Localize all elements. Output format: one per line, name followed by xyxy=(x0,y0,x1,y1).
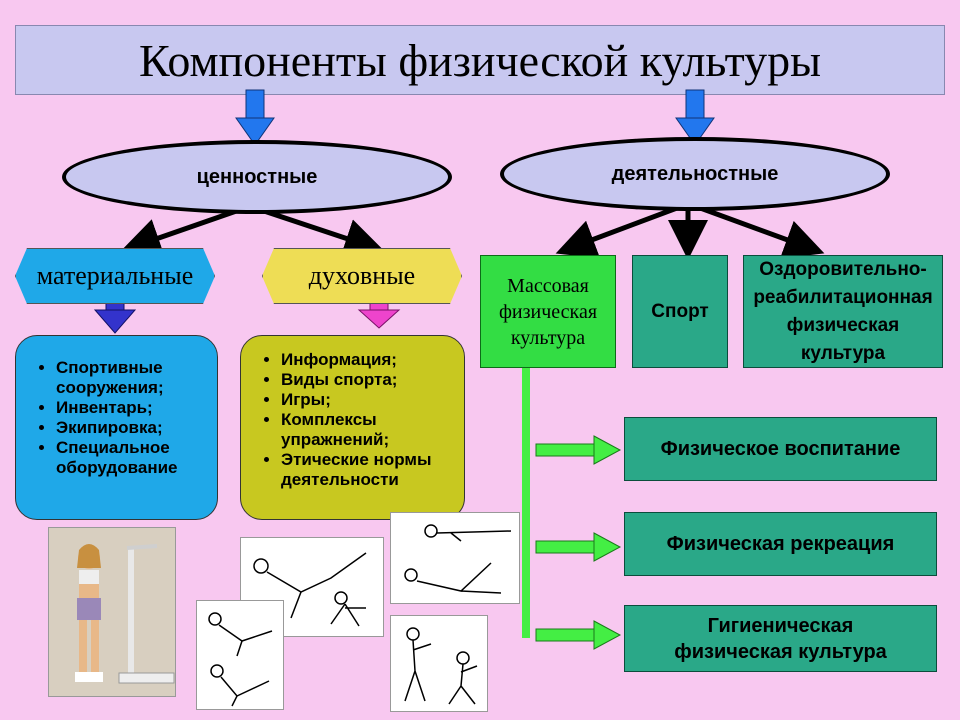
spiritual-item: Информация; xyxy=(281,350,464,370)
value-to-spiritual-arrow xyxy=(254,205,385,258)
activity-ellipse: деятельностные xyxy=(500,137,890,211)
value-to-material-arrow xyxy=(120,205,246,258)
exercise-sketch-3 xyxy=(390,512,520,604)
activity-to-rehab-arrow xyxy=(691,202,825,259)
activity-label: деятельностные xyxy=(611,162,779,185)
exercise-sketch-2 xyxy=(196,600,284,710)
title-to-activity-arrow xyxy=(675,89,715,146)
spiritual-items-box: Информация; Виды спорта; Игры; Комплексы… xyxy=(240,335,465,520)
sport-label: Спорт xyxy=(651,300,709,322)
mass-culture-label: Массовая физическая культура xyxy=(498,274,598,349)
rehab-box: Оздоровительно-реабилитационная физическ… xyxy=(743,255,943,368)
green-arrow-1 xyxy=(535,435,622,465)
rehab-label: Оздоровительно-реабилитационная физическ… xyxy=(753,258,933,364)
title-to-value-arrow xyxy=(235,89,275,146)
subtype-label: Физическая рекреация xyxy=(666,532,895,555)
spiritual-box: духовные xyxy=(262,248,462,304)
value-label: ценностные xyxy=(196,165,318,188)
mass-culture-box: Массовая физическая культура xyxy=(480,255,616,368)
sport-box: Спорт xyxy=(632,255,728,368)
spiritual-label: духовные xyxy=(308,261,416,290)
material-items-list: Спортивные сооружения; Инвентарь; Экипир… xyxy=(16,358,217,478)
green-arrow-2 xyxy=(535,532,622,562)
material-box: материальные xyxy=(15,248,215,304)
material-items-box: Спортивные сооружения; Инвентарь; Экипир… xyxy=(15,335,218,520)
subtype-hygiene-box: Гигиеническая физическая культура xyxy=(624,605,937,672)
subtype-recreation-box: Физическая рекреация xyxy=(624,512,937,576)
mass-vertical-bar xyxy=(522,368,530,638)
spiritual-item: Виды спорта; xyxy=(281,370,464,390)
spiritual-item: Комплексы упражнений; xyxy=(281,410,464,450)
activity-to-mass-arrow xyxy=(555,202,686,259)
spiritual-item: Этические нормы деятельности xyxy=(281,450,464,490)
material-item: Инвентарь; xyxy=(56,398,217,418)
subtype-education-box: Физическое воспитание xyxy=(624,417,937,481)
spiritual-item: Игры; xyxy=(281,390,464,410)
page-title: Компоненты физической культуры xyxy=(15,25,945,95)
athlete-photo xyxy=(48,527,176,697)
green-arrow-3 xyxy=(535,620,622,650)
subtype-label: Физическое воспитание xyxy=(660,437,901,460)
exercise-sketch-4 xyxy=(390,615,488,712)
material-item: Специальное оборудование xyxy=(56,438,217,478)
spiritual-items-list: Информация; Виды спорта; Игры; Комплексы… xyxy=(241,350,464,490)
material-label: материальные xyxy=(36,261,194,290)
material-item: Экипировка; xyxy=(56,418,217,438)
material-item: Спортивные сооружения; xyxy=(56,358,217,398)
value-ellipse: ценностные xyxy=(62,140,452,214)
subtype-label: Гигиеническая физическая культура xyxy=(674,614,887,663)
